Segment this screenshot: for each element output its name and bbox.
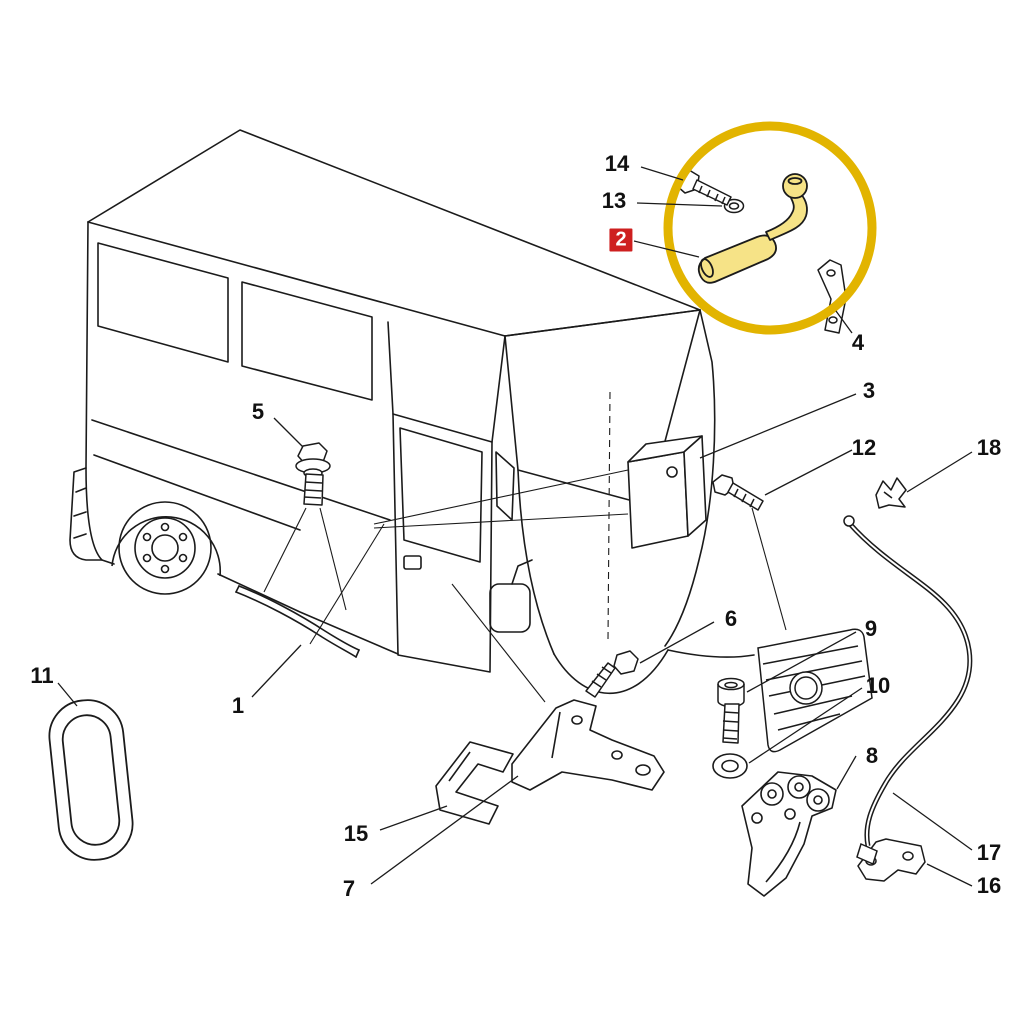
part-label-12: 12 [851, 435, 877, 460]
handle-grip [697, 234, 777, 284]
part-label-4: 4 [851, 330, 865, 355]
handle-rod [765, 193, 808, 241]
mirror-arm [511, 559, 533, 585]
part-label-2-highlighted: 2 [609, 228, 633, 252]
rear-wheel [111, 501, 222, 595]
leader-13 [636, 202, 723, 207]
part-label-17: 17 [976, 840, 1002, 865]
part-label-6: 6 [724, 606, 738, 631]
leader-14 [640, 166, 684, 181]
door-window [399, 427, 483, 563]
part-6-screw [585, 650, 639, 698]
leader-17 [892, 792, 973, 851]
side-window-rear [97, 242, 229, 363]
leader-3 [699, 393, 857, 459]
part-label-11: 11 [30, 663, 54, 688]
part-1-molding-strip [235, 585, 360, 658]
locator-lines [263, 391, 787, 703]
leader-4 [835, 310, 853, 334]
leader-16 [926, 863, 973, 887]
leader-7 [370, 775, 519, 885]
van-roof-edge [87, 129, 701, 311]
part-label-5: 5 [251, 399, 265, 424]
part-label-13: 13 [601, 188, 627, 213]
leader-10 [748, 687, 863, 764]
mirror [489, 583, 531, 633]
leader-8 [836, 755, 857, 790]
leader-2 [633, 240, 700, 258]
part-9-screw [717, 677, 745, 744]
door-handle-area [403, 555, 422, 570]
part-7-bracket [511, 699, 665, 791]
van-body [69, 129, 755, 695]
leader-5 [273, 417, 304, 448]
part-18-clip [875, 477, 907, 509]
cab-door [387, 321, 506, 673]
part-label-18: 18 [976, 435, 1002, 460]
part-3-control-unit [627, 435, 707, 549]
part-5-screw [295, 442, 331, 506]
leader-1 [251, 644, 302, 698]
part-label-14: 14 [604, 151, 630, 176]
part-label-3: 3 [862, 378, 876, 403]
highlight-circle [663, 121, 877, 335]
leader-6 [639, 621, 715, 664]
part-10-grommet [712, 753, 748, 779]
part-label-10: 10 [865, 673, 891, 698]
part-2-handle [697, 173, 808, 284]
part-12-screw [712, 474, 764, 511]
front-grille [757, 628, 873, 753]
part-label-1: 1 [231, 693, 245, 718]
side-window-mid [241, 281, 373, 401]
part-label-16: 16 [976, 873, 1002, 898]
part-11-pad [48, 699, 134, 861]
part-13-washer [723, 198, 745, 214]
part-17-cable [843, 515, 973, 866]
part-label-7: 7 [342, 876, 356, 901]
part-label-15: 15 [343, 821, 369, 846]
leader-lines [57, 166, 973, 887]
part-8-lock-assembly [741, 771, 837, 897]
part-15-channel [435, 741, 514, 825]
part-label-8: 8 [865, 743, 879, 768]
leader-9 [746, 631, 857, 693]
leader-18 [906, 451, 973, 493]
leader-11 [57, 682, 78, 707]
leader-12 [764, 449, 853, 496]
part-label-9: 9 [864, 616, 878, 641]
leader-15 [379, 805, 448, 831]
